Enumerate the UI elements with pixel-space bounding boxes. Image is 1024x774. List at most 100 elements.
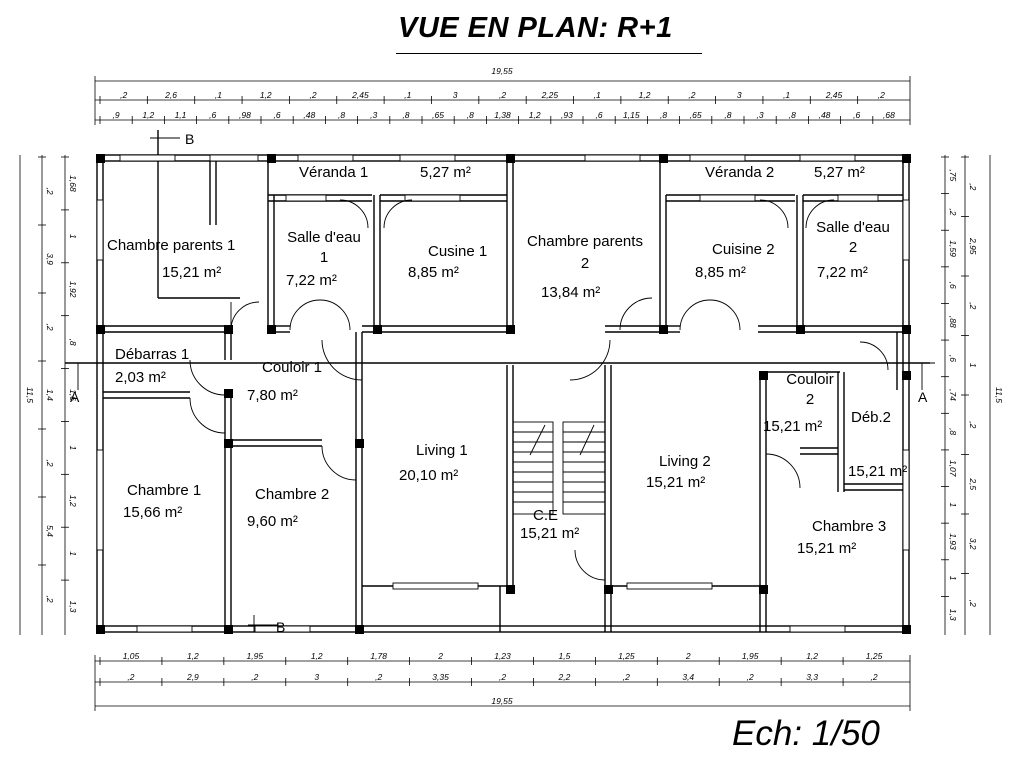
dimension-label: 1,3 xyxy=(68,601,78,613)
dimension-label: ,2 xyxy=(968,302,978,309)
dimension-label: 1 xyxy=(68,446,78,451)
room-area-cusine-1: 8,85 m² xyxy=(408,264,459,281)
dimension-label: 1,23 xyxy=(494,651,511,661)
structural-column xyxy=(759,371,768,380)
structural-column xyxy=(224,439,233,448)
dimension-label: ,8 xyxy=(467,110,474,120)
structural-column xyxy=(224,625,233,634)
windows xyxy=(96,154,910,633)
dimension-label: ,6 xyxy=(948,282,958,289)
structural-column xyxy=(373,325,382,334)
dimension-label: ,48 xyxy=(303,110,315,120)
dimension-label: 1,2 xyxy=(260,90,272,100)
room-name-living-2: Living 2 xyxy=(659,453,711,470)
structural-column xyxy=(506,154,515,163)
room-area-salle-eau-1: 7,22 m² xyxy=(286,272,337,289)
dimension-label: ,3 xyxy=(757,110,764,120)
dimension-label: ,2 xyxy=(127,672,134,682)
dimension-label: 1 xyxy=(68,551,78,556)
dimension-label: 3,4 xyxy=(682,672,694,682)
dimension-label: ,2 xyxy=(948,208,958,215)
room-name-chambre-parents-1: Chambre parents 1 xyxy=(107,237,235,254)
dimension-label: ,6 xyxy=(209,110,216,120)
structural-column xyxy=(224,325,233,334)
dimension-label: ,8 xyxy=(68,339,78,346)
dimension-label: 2,9 xyxy=(186,672,199,682)
dimension-label: ,8 xyxy=(789,110,796,120)
dimension-label: ,2 xyxy=(968,600,978,607)
plan-title: VUE EN PLAN: R+1 xyxy=(398,12,673,44)
dimension-label: ,75 xyxy=(948,169,958,181)
structural-column xyxy=(355,625,364,634)
room-area-chambre-2: 9,60 m² xyxy=(247,513,298,530)
dimension-label: 1 xyxy=(948,576,958,581)
section-mark-a-left: A xyxy=(70,389,80,405)
structural-column xyxy=(796,325,805,334)
room-name-deb-2: Déb.2 xyxy=(851,409,891,426)
structural-column xyxy=(506,325,515,334)
stairs xyxy=(512,421,606,515)
dimension-label: ,2 xyxy=(499,672,506,682)
dimension-label: ,48 xyxy=(819,110,831,120)
title-underline xyxy=(396,53,702,54)
room-area-cuisine-2: 8,85 m² xyxy=(695,264,746,281)
structural-column xyxy=(604,585,613,594)
dimension-label: 1,78 xyxy=(370,651,387,661)
dimension-label: ,2 xyxy=(688,90,695,100)
dimension-label: 1,4 xyxy=(45,389,55,401)
structural-column xyxy=(902,371,911,380)
dimension-label: ,1 xyxy=(215,90,222,100)
room-name-couloir-1: Couloir 1 xyxy=(262,359,322,376)
room-name-veranda-2: Véranda 2 xyxy=(705,164,774,181)
dimension-label: 2,2 xyxy=(558,672,571,682)
dimension-label: 2,45 xyxy=(825,90,843,100)
dimension-label: ,98 xyxy=(239,110,251,120)
dimension-label: 2,5 xyxy=(968,477,978,490)
dimension-label: 1,2 xyxy=(806,651,818,661)
structural-column xyxy=(96,154,105,163)
bottom-dimension-lines xyxy=(94,655,911,711)
section-mark-b-bottom: B xyxy=(276,619,285,635)
dimension-label: ,2 xyxy=(45,459,55,466)
dimension-label: 1,25 xyxy=(618,651,635,661)
dimension-label: 3 xyxy=(453,90,458,100)
dimension-label: 1,2 xyxy=(187,651,199,661)
dimension-label: 3 xyxy=(314,672,319,682)
room-labels: Chambre parents 1 15,21 m² Véranda 1 5,2… xyxy=(107,164,907,557)
bottom-total-dimension: 19,55 xyxy=(491,696,513,706)
room-area-ce: 15,21 m² xyxy=(520,525,579,542)
right-total-dimension: 11,5 xyxy=(994,387,1004,403)
dimension-label: ,8 xyxy=(948,428,958,435)
dimension-label: ,6 xyxy=(948,355,958,362)
dimension-label: 1,95 xyxy=(247,651,264,661)
dimension-label: ,2 xyxy=(968,183,978,190)
structural-column xyxy=(659,154,668,163)
dimension-label: 1,1 xyxy=(175,110,187,120)
dimension-label: 2,6 xyxy=(164,90,177,100)
dimension-label: ,2 xyxy=(623,672,630,682)
room-area-couloir-2: 15,21 m² xyxy=(763,418,822,435)
room-area-salle-eau-2: 7,22 m² xyxy=(817,264,868,281)
dimension-label: 1,59 xyxy=(948,240,958,257)
dimension-label: ,2 xyxy=(45,323,55,330)
room-area-living-2: 15,21 m² xyxy=(646,474,705,491)
dimension-label: 3,9 xyxy=(45,253,55,265)
dimension-label: 1 xyxy=(948,502,958,507)
dimension-label: ,6 xyxy=(596,110,603,120)
structural-column xyxy=(902,325,911,334)
dimension-label: ,2 xyxy=(499,90,506,100)
room-area-chambre-3: 15,21 m² xyxy=(797,540,856,557)
room-area-veranda-2: 5,27 m² xyxy=(814,164,865,181)
dimension-label: 1,2 xyxy=(639,90,651,100)
room-area-deb-2: 15,21 m² xyxy=(848,463,907,480)
structural-column xyxy=(96,325,105,334)
dimension-label: 1,5 xyxy=(559,651,571,661)
